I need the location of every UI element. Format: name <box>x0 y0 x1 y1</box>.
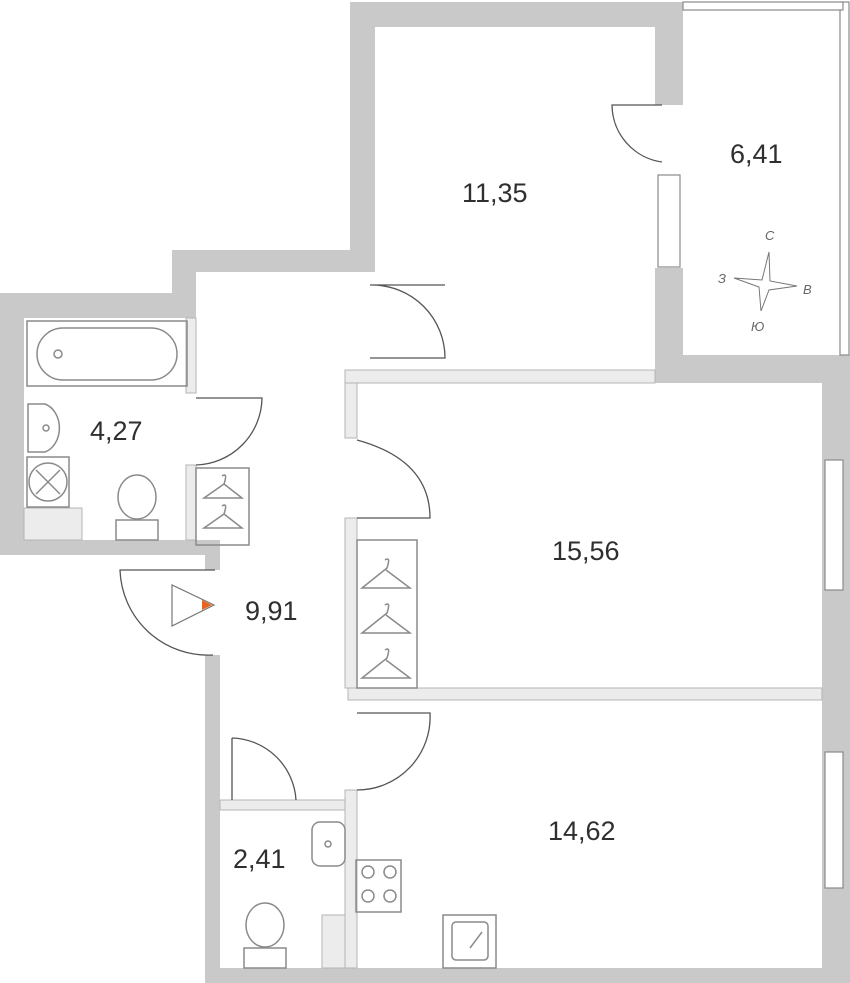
fixtures <box>26 320 497 969</box>
entrance-marker-icon <box>171 584 216 627</box>
compass-north: С <box>765 228 775 243</box>
compass-icon: С З В Ю <box>718 228 812 334</box>
area-room-1: 11,35 <box>462 178 528 208</box>
hanger-icons <box>201 474 413 679</box>
windows <box>657 1 850 889</box>
interior-walls <box>23 317 823 969</box>
compass-south: Ю <box>751 319 764 334</box>
compass-west: З <box>718 271 726 286</box>
area-bathroom: 4,27 <box>90 416 143 446</box>
area-kitchen: 14,62 <box>548 816 616 846</box>
area-room-2: 15,56 <box>552 536 620 566</box>
area-hall: 9,91 <box>245 596 298 626</box>
area-wc: 2,41 <box>233 844 286 874</box>
compass-east: В <box>803 282 812 297</box>
area-balcony: 6,41 <box>730 139 783 169</box>
doors <box>119 104 663 801</box>
